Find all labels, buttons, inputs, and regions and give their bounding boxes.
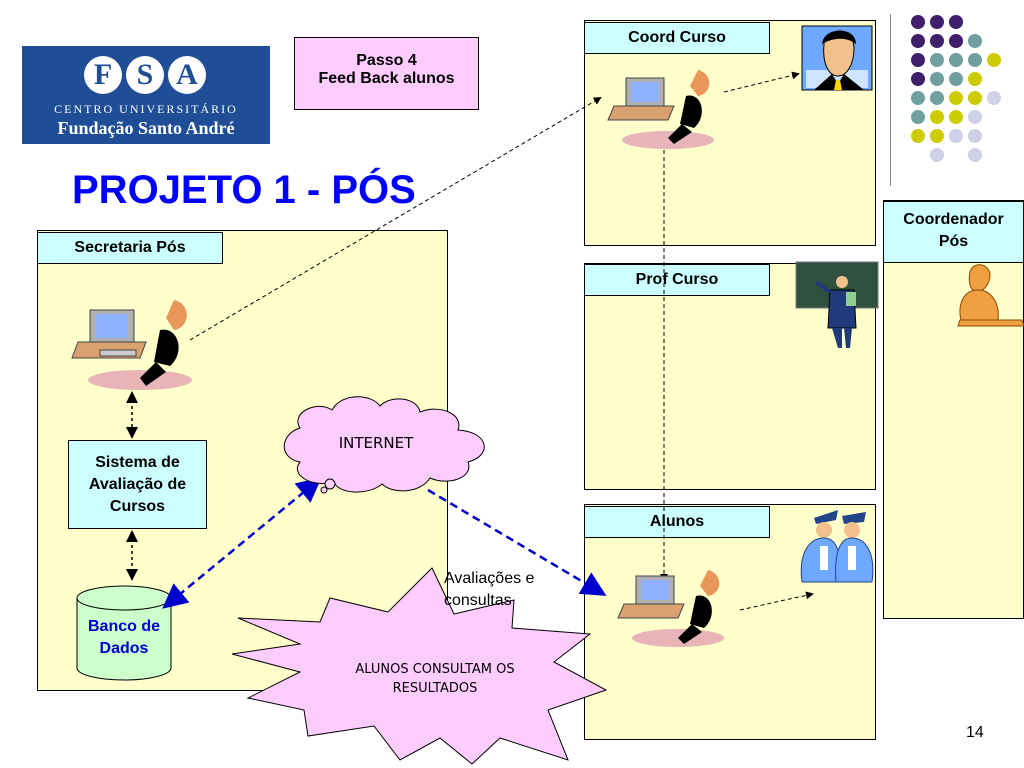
decorative-dot [911, 53, 925, 67]
decorative-dot [930, 110, 944, 124]
prof-curso-tab: Prof Curso [584, 264, 770, 296]
logo-line1: CENTRO UNIVERSITÁRIO [54, 102, 238, 116]
decorative-dot [949, 91, 963, 105]
decorative-dot [930, 91, 944, 105]
arrow-internet-alunos [427, 488, 607, 596]
decorative-dot [930, 15, 944, 29]
decorative-dot [930, 72, 944, 86]
decorative-dot [968, 34, 982, 48]
decorative-dot [968, 129, 982, 143]
database-label: Banco de Dados [87, 618, 160, 657]
annotation-text: Avaliações e consultas [444, 570, 535, 609]
decorative-dot [911, 91, 925, 105]
teacher-icon [795, 261, 879, 348]
decorative-dot [911, 72, 925, 86]
logo-letters: F S A [84, 56, 208, 96]
step-box: Passo 4 Feed Back alunos [294, 37, 479, 110]
decorative-dot [968, 110, 982, 124]
page-number: 14 [966, 724, 984, 741]
businessman-icon [801, 25, 873, 91]
decorative-dot [968, 72, 982, 86]
coord-curso-tab: Coord Curso [584, 22, 770, 54]
decorative-dot [930, 34, 944, 48]
thinking-person-icon [957, 264, 1024, 327]
arrow-banco-internet [162, 477, 322, 609]
decorative-dot [949, 129, 963, 143]
connector-coord-to-businessman [723, 71, 800, 93]
computer-user-icon [71, 300, 192, 390]
decorative-dots [900, 10, 1024, 170]
connector-alunos-to-graduates [739, 591, 814, 611]
decorative-dot [949, 53, 963, 67]
slide-title: PROJETO 1 - PÓS [72, 168, 416, 212]
starburst [231, 567, 608, 765]
graduates-icon [800, 510, 874, 583]
connector-secretaria-to-coord [189, 96, 602, 341]
decorative-dot [987, 91, 1001, 105]
fsa-logo: F S A CENTRO UNIVERSITÁRIO Fundação Sant… [22, 46, 270, 144]
computer-user-icon [617, 570, 724, 647]
decorative-dot [949, 110, 963, 124]
decorative-dot [930, 129, 944, 143]
decorative-dot [968, 148, 982, 162]
internet-cloud [283, 396, 485, 494]
decorative-dot [930, 53, 944, 67]
computer-user-icon [607, 70, 714, 149]
decorative-dot [987, 53, 1001, 67]
decorative-dot [949, 72, 963, 86]
coordenador-pos-panel [883, 200, 1024, 619]
vertical-divider [890, 14, 891, 186]
database-cylinder [76, 585, 172, 681]
decorative-dot [911, 34, 925, 48]
coordenador-pos-tab: Coordenador Pós [883, 201, 1024, 263]
decorative-dot [911, 129, 925, 143]
internet-label: INTERNET [338, 434, 414, 452]
decorative-dot [911, 110, 925, 124]
decorative-dot [949, 34, 963, 48]
secretaria-tab: Secretaria Pós [37, 232, 223, 264]
alunos-tab: Alunos [584, 506, 770, 538]
decorative-dot [930, 148, 944, 162]
decorative-dot [968, 53, 982, 67]
logo-line2: Fundação Santo André [57, 118, 235, 138]
starburst-label: ALUNOS CONSULTAM OS RESULTADOS [355, 662, 515, 696]
decorative-dot [949, 15, 963, 29]
decorative-dot [911, 15, 925, 29]
decorative-dot [968, 91, 982, 105]
